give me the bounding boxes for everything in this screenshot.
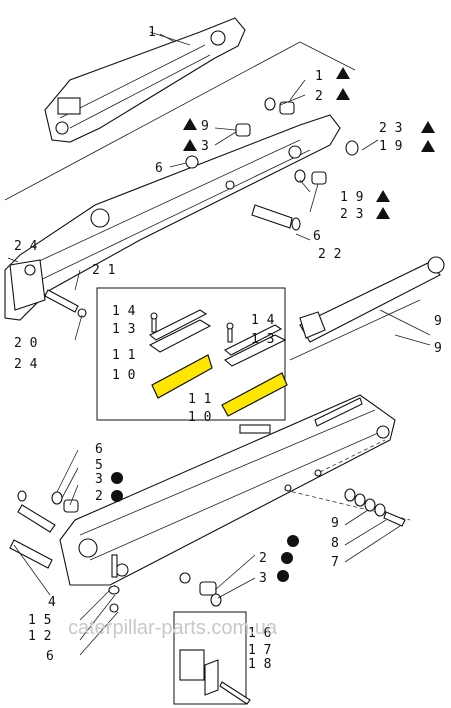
triangle-icon	[421, 121, 435, 133]
triangle-icon	[336, 88, 350, 100]
callout-label: 1 5	[28, 613, 51, 628]
triangle-icon	[336, 67, 350, 79]
callout-label: 2	[315, 89, 323, 104]
callout-label: 1 3	[112, 322, 135, 337]
callout-label: 6	[313, 229, 321, 244]
filled-circle-icon	[111, 472, 123, 484]
circle-markers	[111, 472, 299, 582]
callout-label: 2	[259, 551, 267, 566]
boom-main	[4, 114, 341, 321]
callout-label: 6	[46, 649, 54, 664]
callout-label: 9	[434, 314, 442, 329]
highlighted-wear-pad-right	[221, 372, 288, 417]
triangle-markers	[183, 67, 435, 219]
callout-labels: 1 1 2 9 3 2 3 1 9 6 1 9 2 3 6 2 2 2 4 2 …	[14, 25, 442, 672]
callout-label: 1 0	[112, 368, 135, 383]
filled-circle-icon	[277, 570, 289, 582]
triangle-icon	[183, 118, 197, 130]
stick-lower	[59, 394, 396, 586]
callout-label: 8	[331, 536, 339, 551]
callout-label: 1 2	[28, 629, 51, 644]
callout-label: 1 9	[340, 190, 363, 205]
triangle-icon	[376, 207, 390, 219]
callout-label: 1 4	[251, 313, 275, 328]
callout-label: 2 4	[14, 357, 38, 372]
callout-label: 9	[201, 119, 209, 134]
callout-label: 2 0	[14, 336, 37, 351]
highlighted-wear-pad-left	[151, 354, 213, 399]
filled-circle-icon	[281, 552, 293, 564]
pins-lower-left	[9, 491, 79, 569]
callout-label: 1 9	[379, 139, 402, 154]
washer-stack	[344, 488, 406, 527]
callout-label: 3	[201, 139, 209, 154]
callout-label: 7	[331, 555, 339, 570]
callout-label: 3	[259, 571, 267, 586]
callout-label: 1	[315, 69, 323, 84]
triangle-icon	[421, 140, 435, 152]
callout-label: 1 3	[251, 332, 274, 347]
triangle-icon	[183, 139, 197, 151]
filled-circle-icon	[111, 490, 123, 502]
callout-label: 2 2	[318, 247, 341, 262]
callout-label: 2	[95, 489, 103, 504]
callout-label: 1 1	[188, 392, 211, 407]
callout-label: 1 7	[248, 643, 271, 658]
triangle-icon	[376, 190, 390, 202]
watermark: caterpillar-parts.com.ua	[68, 617, 278, 639]
bottom-inset-box	[173, 611, 251, 705]
callout-label: 4	[48, 595, 56, 610]
hydraulic-cylinder	[289, 256, 445, 361]
callout-label: 1	[148, 25, 156, 40]
callout-label: 1 4	[112, 304, 136, 319]
callout-label: 2 4	[14, 239, 38, 254]
callout-label: 2 3	[379, 121, 402, 136]
callout-label: 1 1	[112, 348, 135, 363]
callout-label: 1 8	[248, 657, 271, 672]
callout-label: 5	[95, 458, 103, 473]
upper-arm-link	[44, 17, 246, 143]
callout-label: 1 6	[248, 626, 271, 641]
callout-label: 3	[95, 472, 103, 487]
callout-label: 9	[434, 341, 442, 356]
detail-inset-box	[96, 287, 288, 421]
callout-label: 2 1	[92, 263, 115, 278]
callout-label: 1 0	[188, 410, 211, 425]
callout-label: 2 3	[340, 207, 363, 222]
callout-label: 9	[331, 516, 339, 531]
filled-circle-icon	[287, 535, 299, 547]
callout-label: 6	[95, 442, 103, 457]
callout-label: 6	[155, 161, 163, 176]
